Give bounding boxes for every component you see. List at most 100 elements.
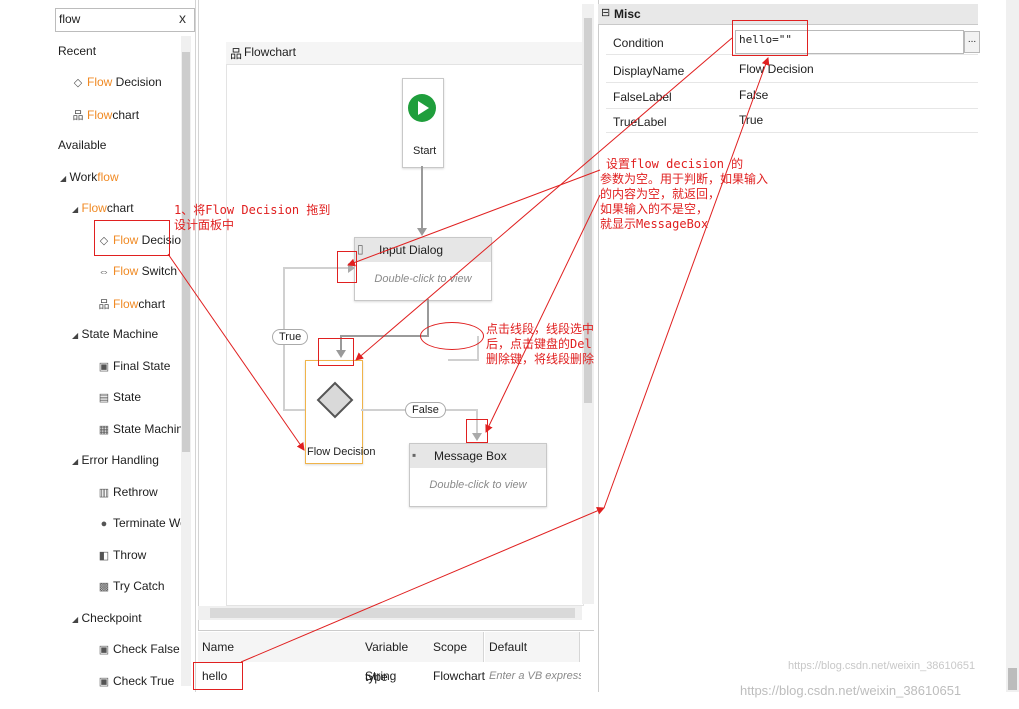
variables-header-name[interactable]: Name (198, 632, 363, 662)
property-row-truelabel (606, 108, 978, 133)
property-value-falselabel[interactable]: False (739, 88, 769, 102)
diamond-icon: ◇ (73, 77, 83, 89)
category-state-machine[interactable]: ◢ State Machine (72, 327, 159, 341)
arrow-to-condition-box (603, 57, 770, 509)
highlight-box-decision-anchor (318, 338, 354, 366)
try-catch-icon: ▩ (98, 581, 110, 593)
highlight-box-condition (732, 20, 808, 56)
input-dialog-title: Input Dialog (355, 238, 491, 262)
collapse-triangle-icon: ◢ (72, 205, 79, 214)
check-icon: ▣ (98, 676, 110, 688)
misc-section-header[interactable] (598, 4, 978, 25)
collapse-triangle-icon: ◢ (60, 174, 67, 183)
toolbox-item-rethrow[interactable]: ▥Rethrow (98, 485, 158, 499)
collapse-triangle-icon: ◢ (72, 331, 79, 340)
final-state-icon: ▣ (98, 361, 110, 373)
designer-vertical-thumb[interactable] (584, 18, 592, 403)
true-branch-label[interactable]: True (272, 329, 309, 345)
property-name-displayname: DisplayName (613, 64, 685, 78)
toolbox-item-try-catch[interactable]: ▩Try Catch (98, 579, 165, 593)
recent-item-flow-decision[interactable]: ◇Flow Decision (73, 75, 162, 89)
toolbox-item-state[interactable]: ▤State (98, 390, 142, 404)
category-workflow[interactable]: ◢ Workflow (60, 170, 119, 184)
property-value-truelabel[interactable]: True (739, 113, 764, 127)
property-row-falselabel (606, 84, 978, 109)
message-box-title: Message Box (410, 444, 546, 468)
toolbox-item-flow-decision[interactable]: ◇Flow Decision (99, 233, 188, 247)
highlight-ellipse-line (420, 322, 484, 350)
variables-header-default[interactable]: Default (485, 632, 580, 662)
toolbox-item-check-false[interactable]: ▣Check False (98, 642, 180, 656)
highlight-box-input-anchor (337, 251, 357, 283)
flowchart-title: Flowchart (244, 45, 297, 59)
toolbox-panel (52, 0, 196, 692)
toolbox-item-state-machine[interactable]: ▦State Machine (98, 422, 190, 436)
toolbox-item-final-state[interactable]: ▣Final State (98, 359, 171, 373)
variable-type-cell[interactable]: String (365, 669, 397, 683)
clear-search-icon[interactable]: x (179, 10, 186, 26)
check-icon: ▣ (98, 644, 110, 656)
arrow-drag-decision (167, 253, 305, 451)
start-label: Start (413, 145, 437, 157)
input-dialog-activity[interactable]: Input Dialog Double-click to view (354, 237, 492, 301)
category-error-handling[interactable]: ◢ Error Handling (72, 453, 159, 467)
available-header: Available (58, 138, 107, 152)
page-scrollbar[interactable] (1006, 0, 1019, 692)
condition-value: hello="" (739, 33, 792, 46)
arrow-condition-to-decision (355, 37, 733, 361)
property-value-displayname[interactable]: Flow Decision (739, 62, 814, 76)
page-scroll-thumb[interactable] (1008, 668, 1017, 690)
variable-default-cell[interactable]: Enter a VB expression (489, 670, 581, 682)
flowchart-header-icon: 品 (230, 47, 243, 61)
property-name-truelabel: TrueLabel (613, 115, 667, 129)
start-node[interactable] (402, 78, 444, 168)
highlight-box-toolbox-decision (94, 220, 170, 256)
toolbox-scroll-thumb[interactable] (182, 52, 190, 452)
recent-header: Recent (58, 44, 97, 58)
property-row-condition (606, 30, 978, 55)
variable-name-cell[interactable]: hello (202, 669, 228, 683)
collapse-triangle-icon: ◢ (72, 615, 79, 624)
variables-header-scope[interactable]: Scope (429, 632, 484, 662)
toolbox-item-throw[interactable]: ◧Throw (98, 548, 147, 562)
connector-arrow (472, 433, 482, 441)
flowchart-icon: 品 (98, 299, 110, 311)
category-flowchart[interactable]: ◢ Flowchart (72, 201, 134, 215)
collapse-triangle-icon: ◢ (72, 457, 79, 466)
connector-arrow (417, 228, 427, 236)
toolbox-item-flow-switch[interactable]: ⇔Flow Switch (98, 264, 178, 278)
highlight-box-variable-hello (193, 662, 243, 690)
properties-panel (598, 0, 979, 692)
misc-section-title: Misc (614, 7, 641, 21)
collapse-minus-icon[interactable]: ⊟ (601, 7, 611, 19)
annotation-delete-line: 点击线段，线段选中 后，点击键盘的Del 删除键，将线段删除 (486, 322, 595, 366)
toolbox-item-check-true[interactable]: ▣Check True (98, 674, 175, 688)
watermark-faint: https://blog.csdn.net/weixin_38610651 (788, 660, 976, 672)
dialog-icon: ▯ (357, 242, 364, 256)
start-play-icon (408, 94, 436, 122)
message-box-hint: Double-click to view (429, 479, 527, 491)
condition-input[interactable] (735, 30, 964, 54)
switch-icon: ⇔ (98, 266, 110, 278)
condition-ellipsis-button[interactable]: ... (964, 31, 980, 53)
property-row-displayname (606, 58, 978, 83)
property-name-falselabel: FalseLabel (613, 90, 672, 104)
throw-icon: ◧ (98, 550, 110, 562)
variables-header-type[interactable]: Variable type (361, 632, 430, 684)
arrow-note-to-input (347, 169, 601, 267)
flowchart-icon: 品 (72, 110, 84, 122)
toolbox-item-terminate-workflow[interactable]: ●Terminate Workfl (98, 516, 181, 530)
variable-scope-cell[interactable]: Flowchart (433, 669, 486, 683)
message-box-activity[interactable]: Message Box Double-click to view (409, 443, 547, 507)
designer-horizontal-thumb[interactable] (210, 608, 575, 618)
toolbox-search-input[interactable] (55, 8, 195, 32)
diamond-icon: ◇ (99, 235, 109, 247)
category-checkpoint[interactable]: ◢ Checkpoint (72, 611, 142, 625)
false-branch-label[interactable]: False (405, 402, 446, 418)
annotation-condition-note: 设置flow decision 的 参数为空。用于判断，如果输入 的内容为空，就… (600, 157, 769, 231)
flow-decision-label: Flow Decision (307, 446, 376, 458)
state-icon: ▤ (98, 392, 110, 404)
